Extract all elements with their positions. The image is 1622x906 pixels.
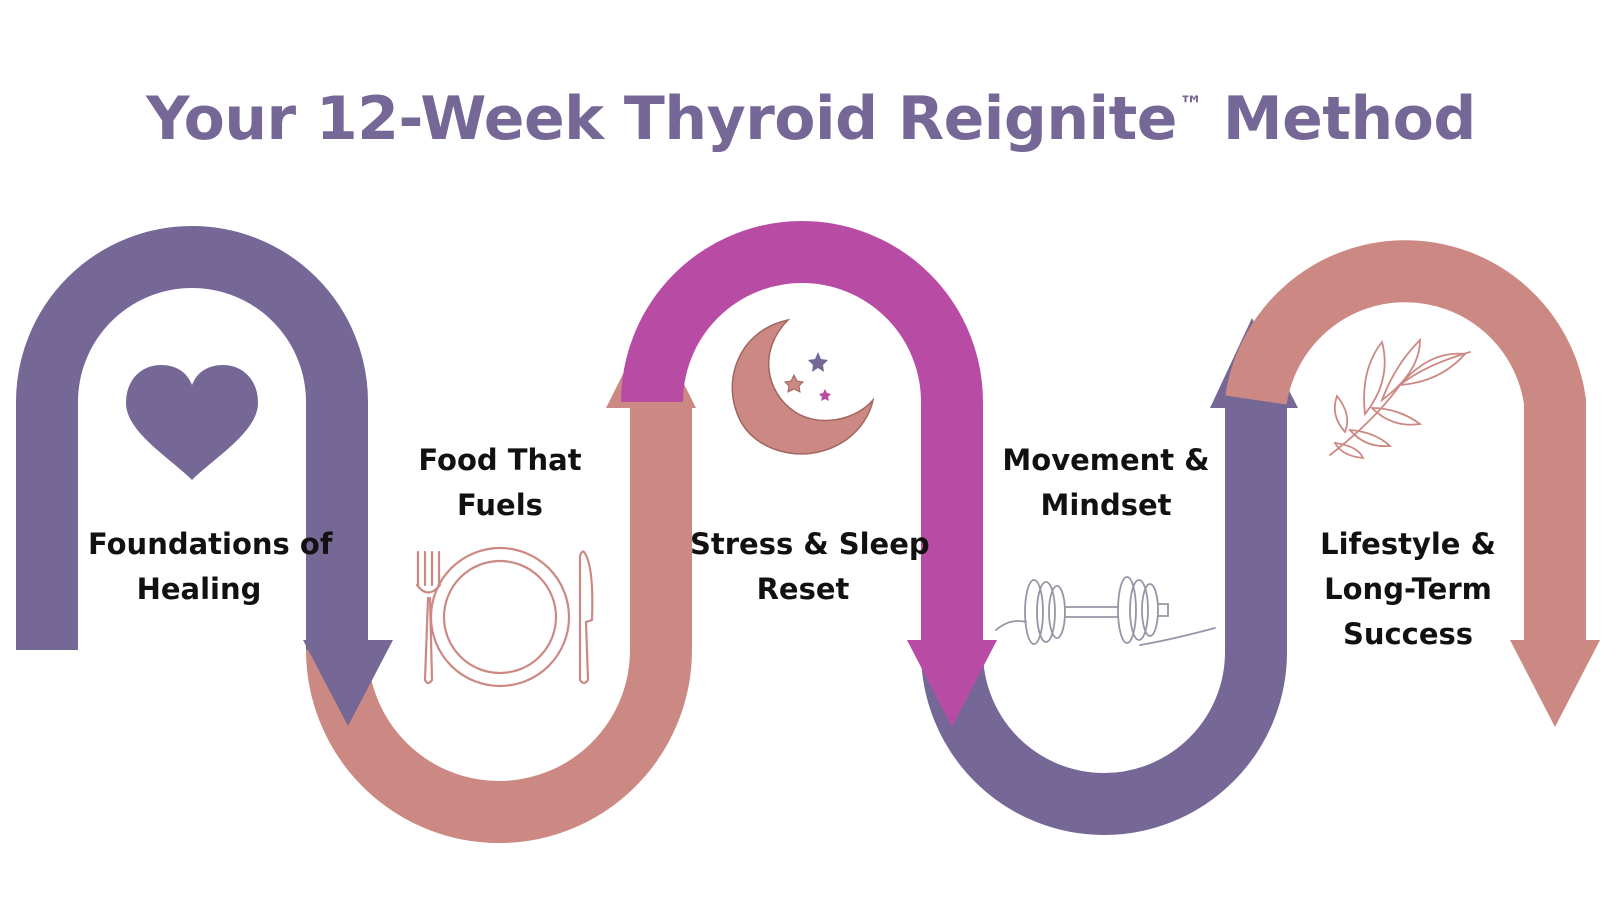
- step-5-line-1: Lifestyle &: [1320, 527, 1496, 561]
- title-text: Your 12-Week Thyroid Reignite: [146, 84, 1177, 154]
- arrow-segment-3: [621, 221, 983, 652]
- step-5-line-3: Success: [1342, 617, 1474, 651]
- step-label-1: Foundations of Healing: [88, 522, 333, 612]
- step-5-line-2: Long-Term: [1324, 572, 1492, 606]
- arrow-segment-5: [1225, 240, 1600, 727]
- step-1-line-1: Foundations of: [88, 527, 333, 561]
- page-title: Your 12-Week Thyroid Reignite™ Method: [0, 84, 1622, 154]
- heart-icon: [126, 365, 258, 480]
- arrow-head-down-2: [907, 640, 997, 727]
- step-4-line-1: Movement &: [1002, 443, 1210, 477]
- step-1-line-2: Healing: [136, 572, 262, 606]
- trademark-symbol: ™: [1178, 91, 1203, 119]
- step-2-line-2: Fuels: [457, 488, 543, 522]
- title-suffix: Method: [1202, 84, 1476, 154]
- step-3-line-1: Stress & Sleep: [690, 527, 930, 561]
- step-3-line-2: Reset: [756, 572, 850, 606]
- step-label-4: Movement & Mindset: [995, 438, 1217, 528]
- moon-stars-icon: [731, 318, 875, 455]
- step-label-3: Stress & Sleep Reset: [690, 522, 930, 612]
- step-label-2: Food That Fuels: [400, 438, 600, 528]
- leaf-branch-icon: [1329, 337, 1471, 460]
- arrow-head-down-3: [1510, 640, 1600, 727]
- arrow-head-down-1: [303, 640, 393, 726]
- step-2-line-1: Food That: [418, 443, 582, 477]
- step-4-line-2: Mindset: [1040, 488, 1172, 522]
- dumbbell-icon: [995, 576, 1216, 646]
- plate-cutlery-icon: [415, 546, 594, 688]
- arrow-segment-1: [15, 226, 368, 650]
- step-label-5: Lifestyle & Long-Term Success: [1310, 522, 1506, 657]
